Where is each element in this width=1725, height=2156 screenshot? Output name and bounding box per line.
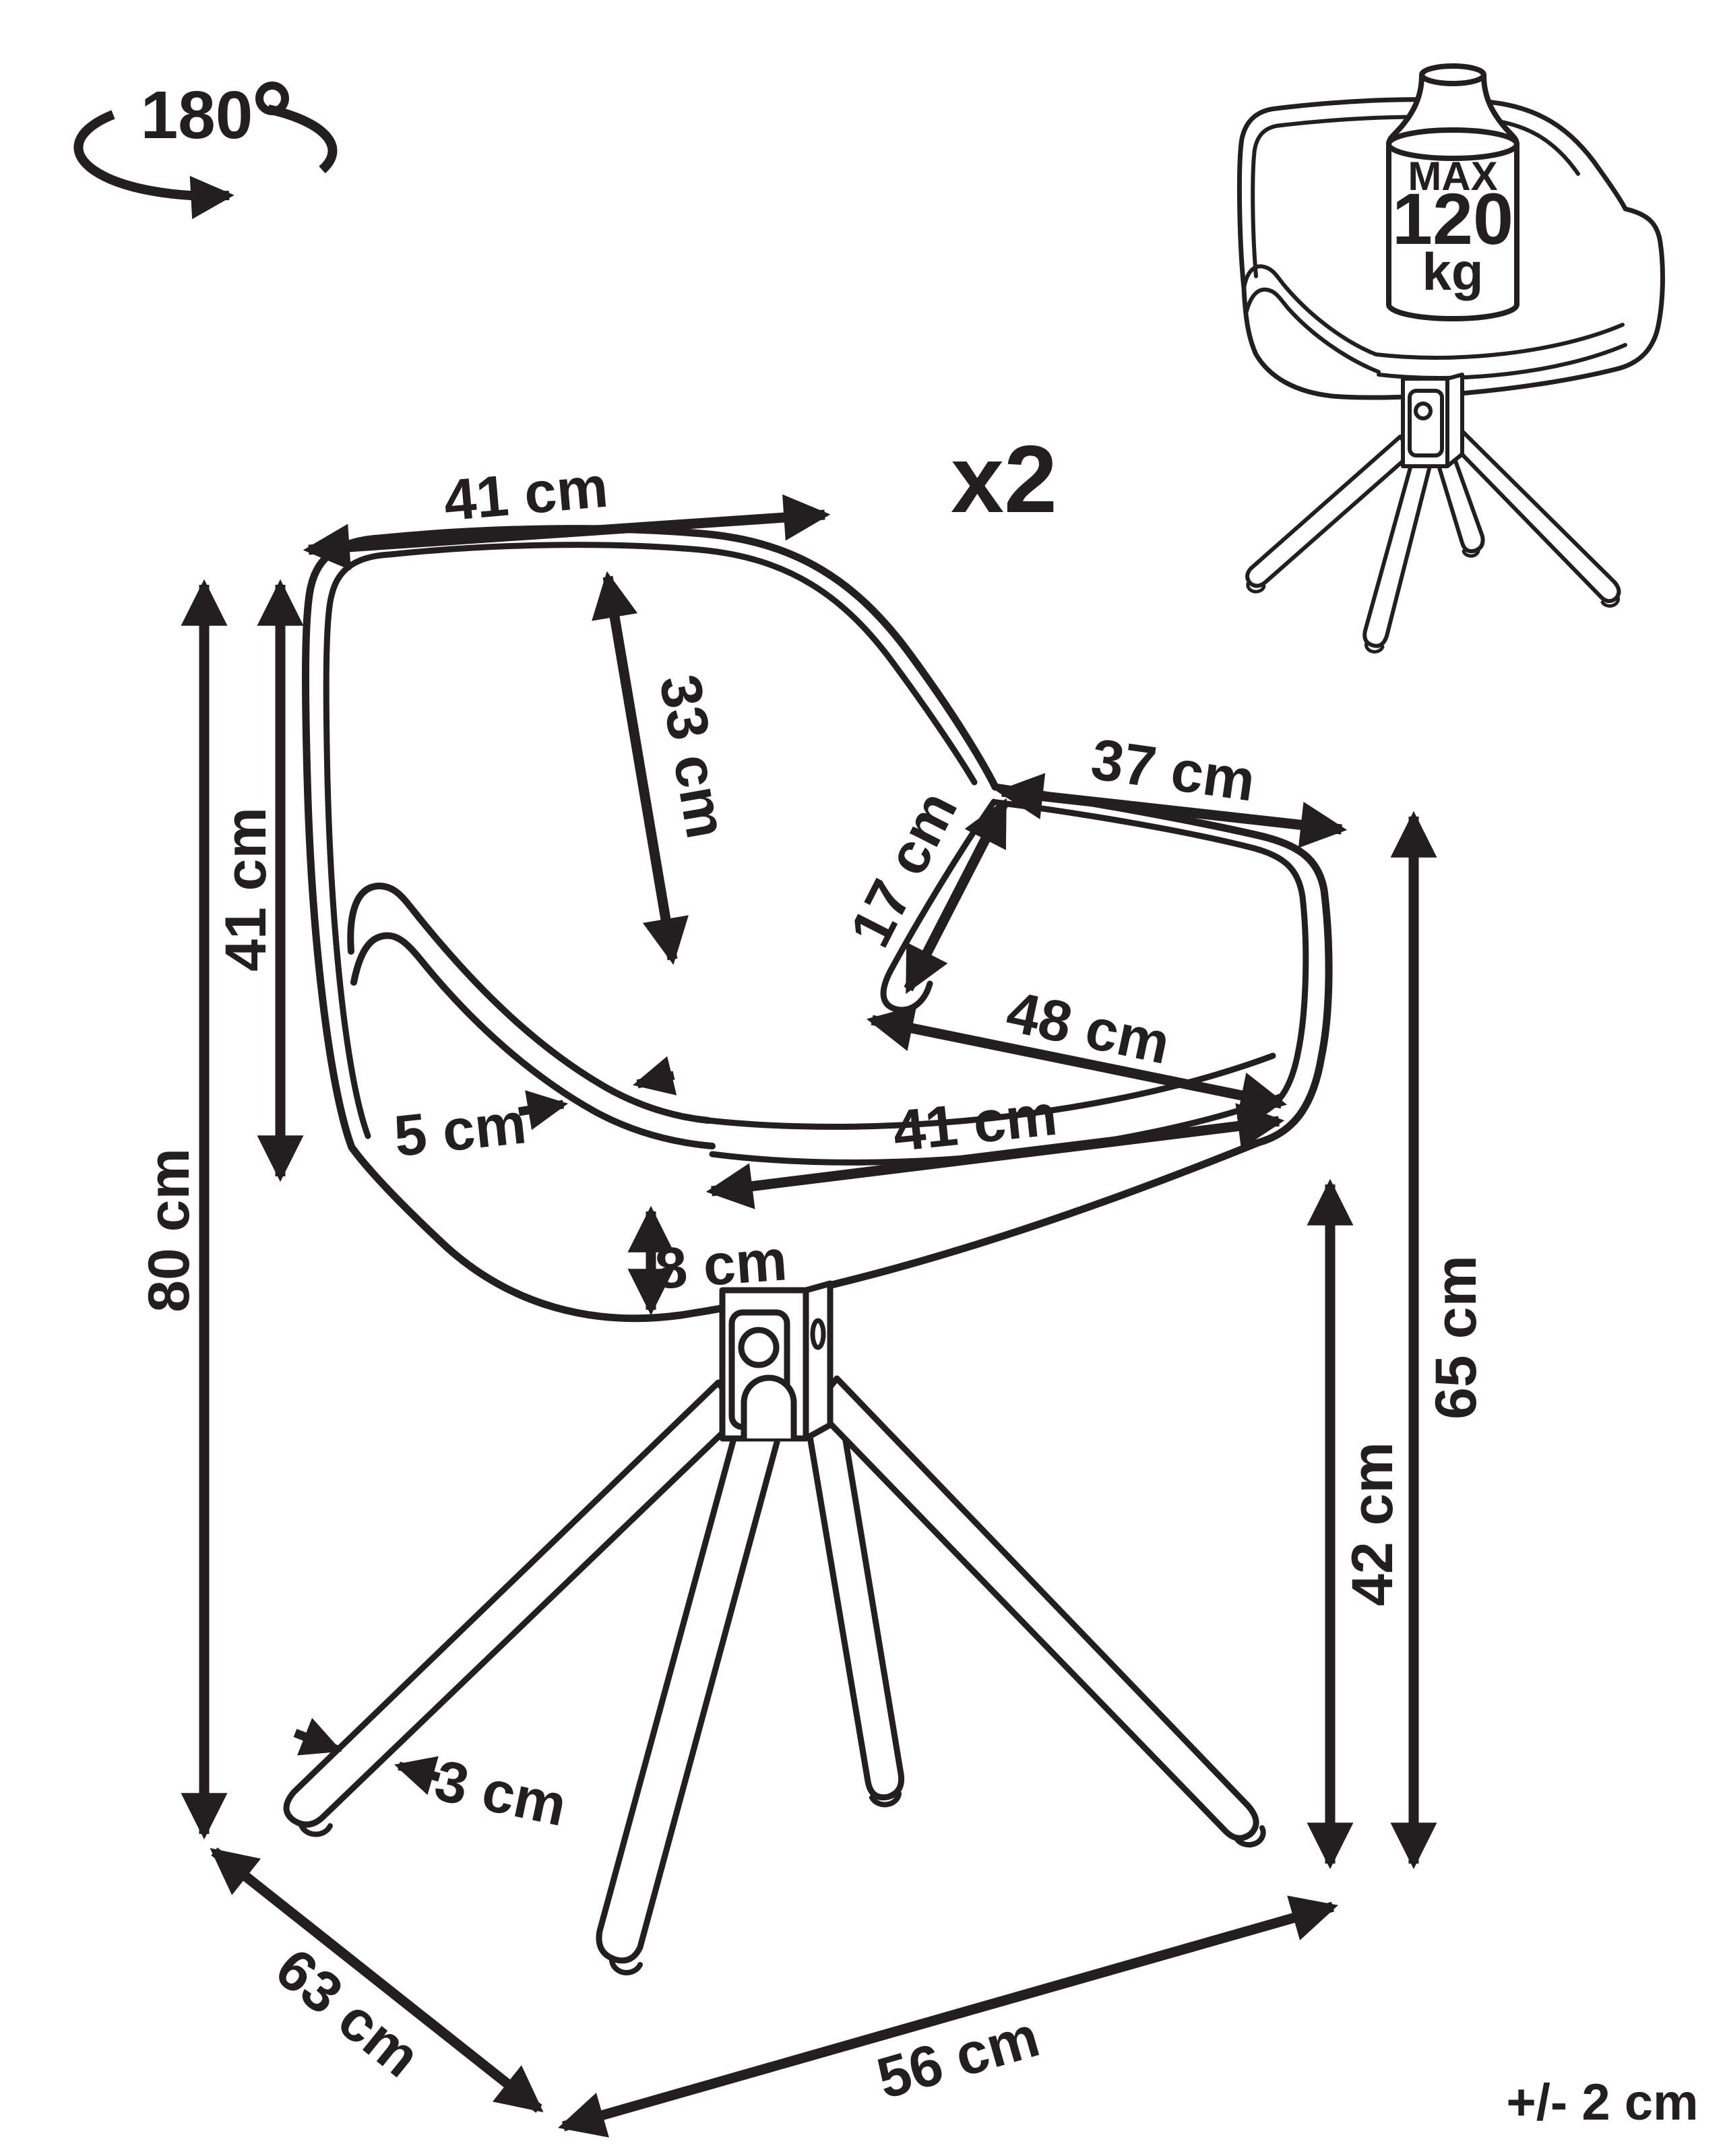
small-chair-leg — [1362, 453, 1433, 648]
small-chair-armrest — [1242, 264, 1378, 356]
small-chair-bracket-plate — [1408, 389, 1444, 457]
dim-base-depth: 63 cm — [210, 1847, 544, 2113]
small-chair-foot — [1365, 641, 1385, 654]
max-load-label: MAX — [1408, 154, 1497, 199]
chair-foot — [1233, 1825, 1266, 1848]
weight-shoulder — [1386, 127, 1519, 161]
chair-column-side — [803, 1280, 834, 1442]
dim-armrest-floor-height-label: 65 cm — [1424, 1255, 1488, 1420]
rotation-degrees-label: 180 — [141, 77, 253, 153]
chair-leg-back — [801, 1397, 905, 1801]
weight-rim — [1419, 63, 1486, 86]
chair-leg-right — [811, 1375, 1259, 1841]
dim-seat-thickness-label: 8 cm — [653, 1228, 789, 1301]
max-load-chair-icon: MAX 120 kg — [1236, 63, 1665, 654]
chair-bracket-hole — [738, 1327, 780, 1368]
dim-seat-thickness: 8 cm — [627, 1205, 789, 1316]
max-load-value: 120 — [1392, 178, 1513, 259]
small-chair-bracket-hole — [1414, 402, 1433, 420]
tolerance-note: +/- 2 cm — [1506, 2074, 1698, 2131]
dim-armrest-thickness-label: 5 cm — [391, 1091, 529, 1169]
small-chair-leg — [1245, 435, 1414, 588]
dim-total-height: 80 cm — [137, 579, 228, 1840]
dim-back-width: 41 cm — [303, 455, 831, 571]
dim-leg-thickness-label: 3 cm — [429, 1748, 572, 1839]
chair-leg-front-left — [283, 1379, 745, 1828]
small-chair-column-side — [1445, 373, 1464, 468]
small-chair-leg — [1432, 444, 1485, 554]
small-chair-foot — [1462, 546, 1480, 558]
dim-back-height-label: 41 cm — [214, 807, 278, 972]
small-chair-column — [1401, 377, 1449, 468]
rotation-arc-right — [267, 104, 338, 174]
dim-armrest-floor-height: 65 cm — [1390, 811, 1488, 1870]
small-chair-foot — [1246, 581, 1266, 594]
chair-foot — [298, 1820, 333, 1837]
dim-back-height: 41 cm — [214, 579, 304, 1182]
small-chair-foot — [1600, 594, 1621, 608]
small-chair-seat-line — [1374, 323, 1625, 360]
dim-base-width: 56 cm — [558, 1895, 1338, 2138]
dim-seat-width: 41 cm — [705, 1083, 1285, 1209]
chair-leg-socket — [741, 1374, 797, 1438]
rotation-badge: 180 — [73, 77, 338, 220]
chair-left-armrest-bottom — [350, 932, 716, 1149]
dim-total-height-label: 80 cm — [137, 1148, 201, 1312]
chair-left-armrest-top — [347, 883, 712, 1124]
dim-armrest-thickness: 5 cm — [391, 1056, 677, 1169]
quantity-badge: x2 — [951, 426, 1057, 533]
dim-back-width-label: 41 cm — [441, 455, 610, 534]
small-chair-inner-line — [1251, 115, 1580, 278]
chair-foot — [869, 1791, 902, 1808]
rotation-arc-arrow — [73, 110, 234, 220]
chair-shell-outline — [302, 525, 1333, 1323]
small-chair-leg — [1444, 426, 1621, 604]
chair-column-slot — [810, 1318, 826, 1350]
dim-leg-height: 42 cm — [1307, 1178, 1405, 1870]
max-load-unit: kg — [1422, 242, 1483, 301]
dim-leg-height-label: 42 cm — [1340, 1442, 1405, 1606]
degree-symbol-icon — [255, 82, 289, 115]
small-chair-armrest-lower — [1245, 287, 1381, 374]
dim-base-width-label: 56 cm — [871, 2004, 1046, 2111]
max-load-weight: MAX 120 kg — [1386, 63, 1519, 321]
